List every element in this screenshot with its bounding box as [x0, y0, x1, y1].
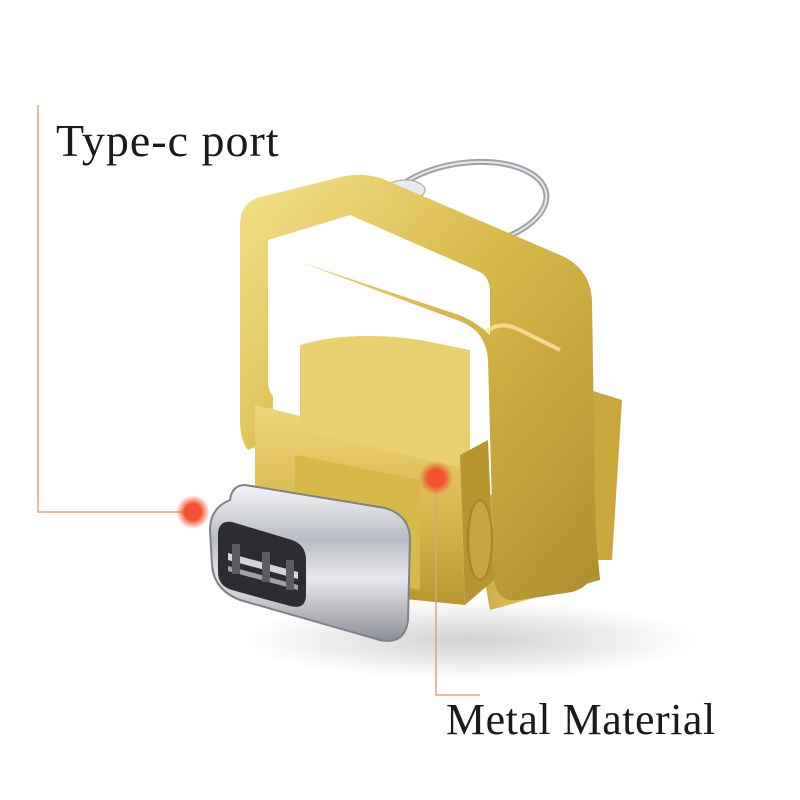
- material-callout-line: [435, 480, 480, 696]
- type-c-port-label: Type-c port: [56, 115, 280, 166]
- callout-lines: [37, 105, 480, 696]
- metal-material-label: Metal Material: [446, 695, 716, 744]
- callout-dots: [176, 461, 453, 529]
- swivel-frame: [240, 174, 596, 601]
- port-callout-line: [37, 105, 190, 513]
- type-c-connector: [208, 455, 420, 642]
